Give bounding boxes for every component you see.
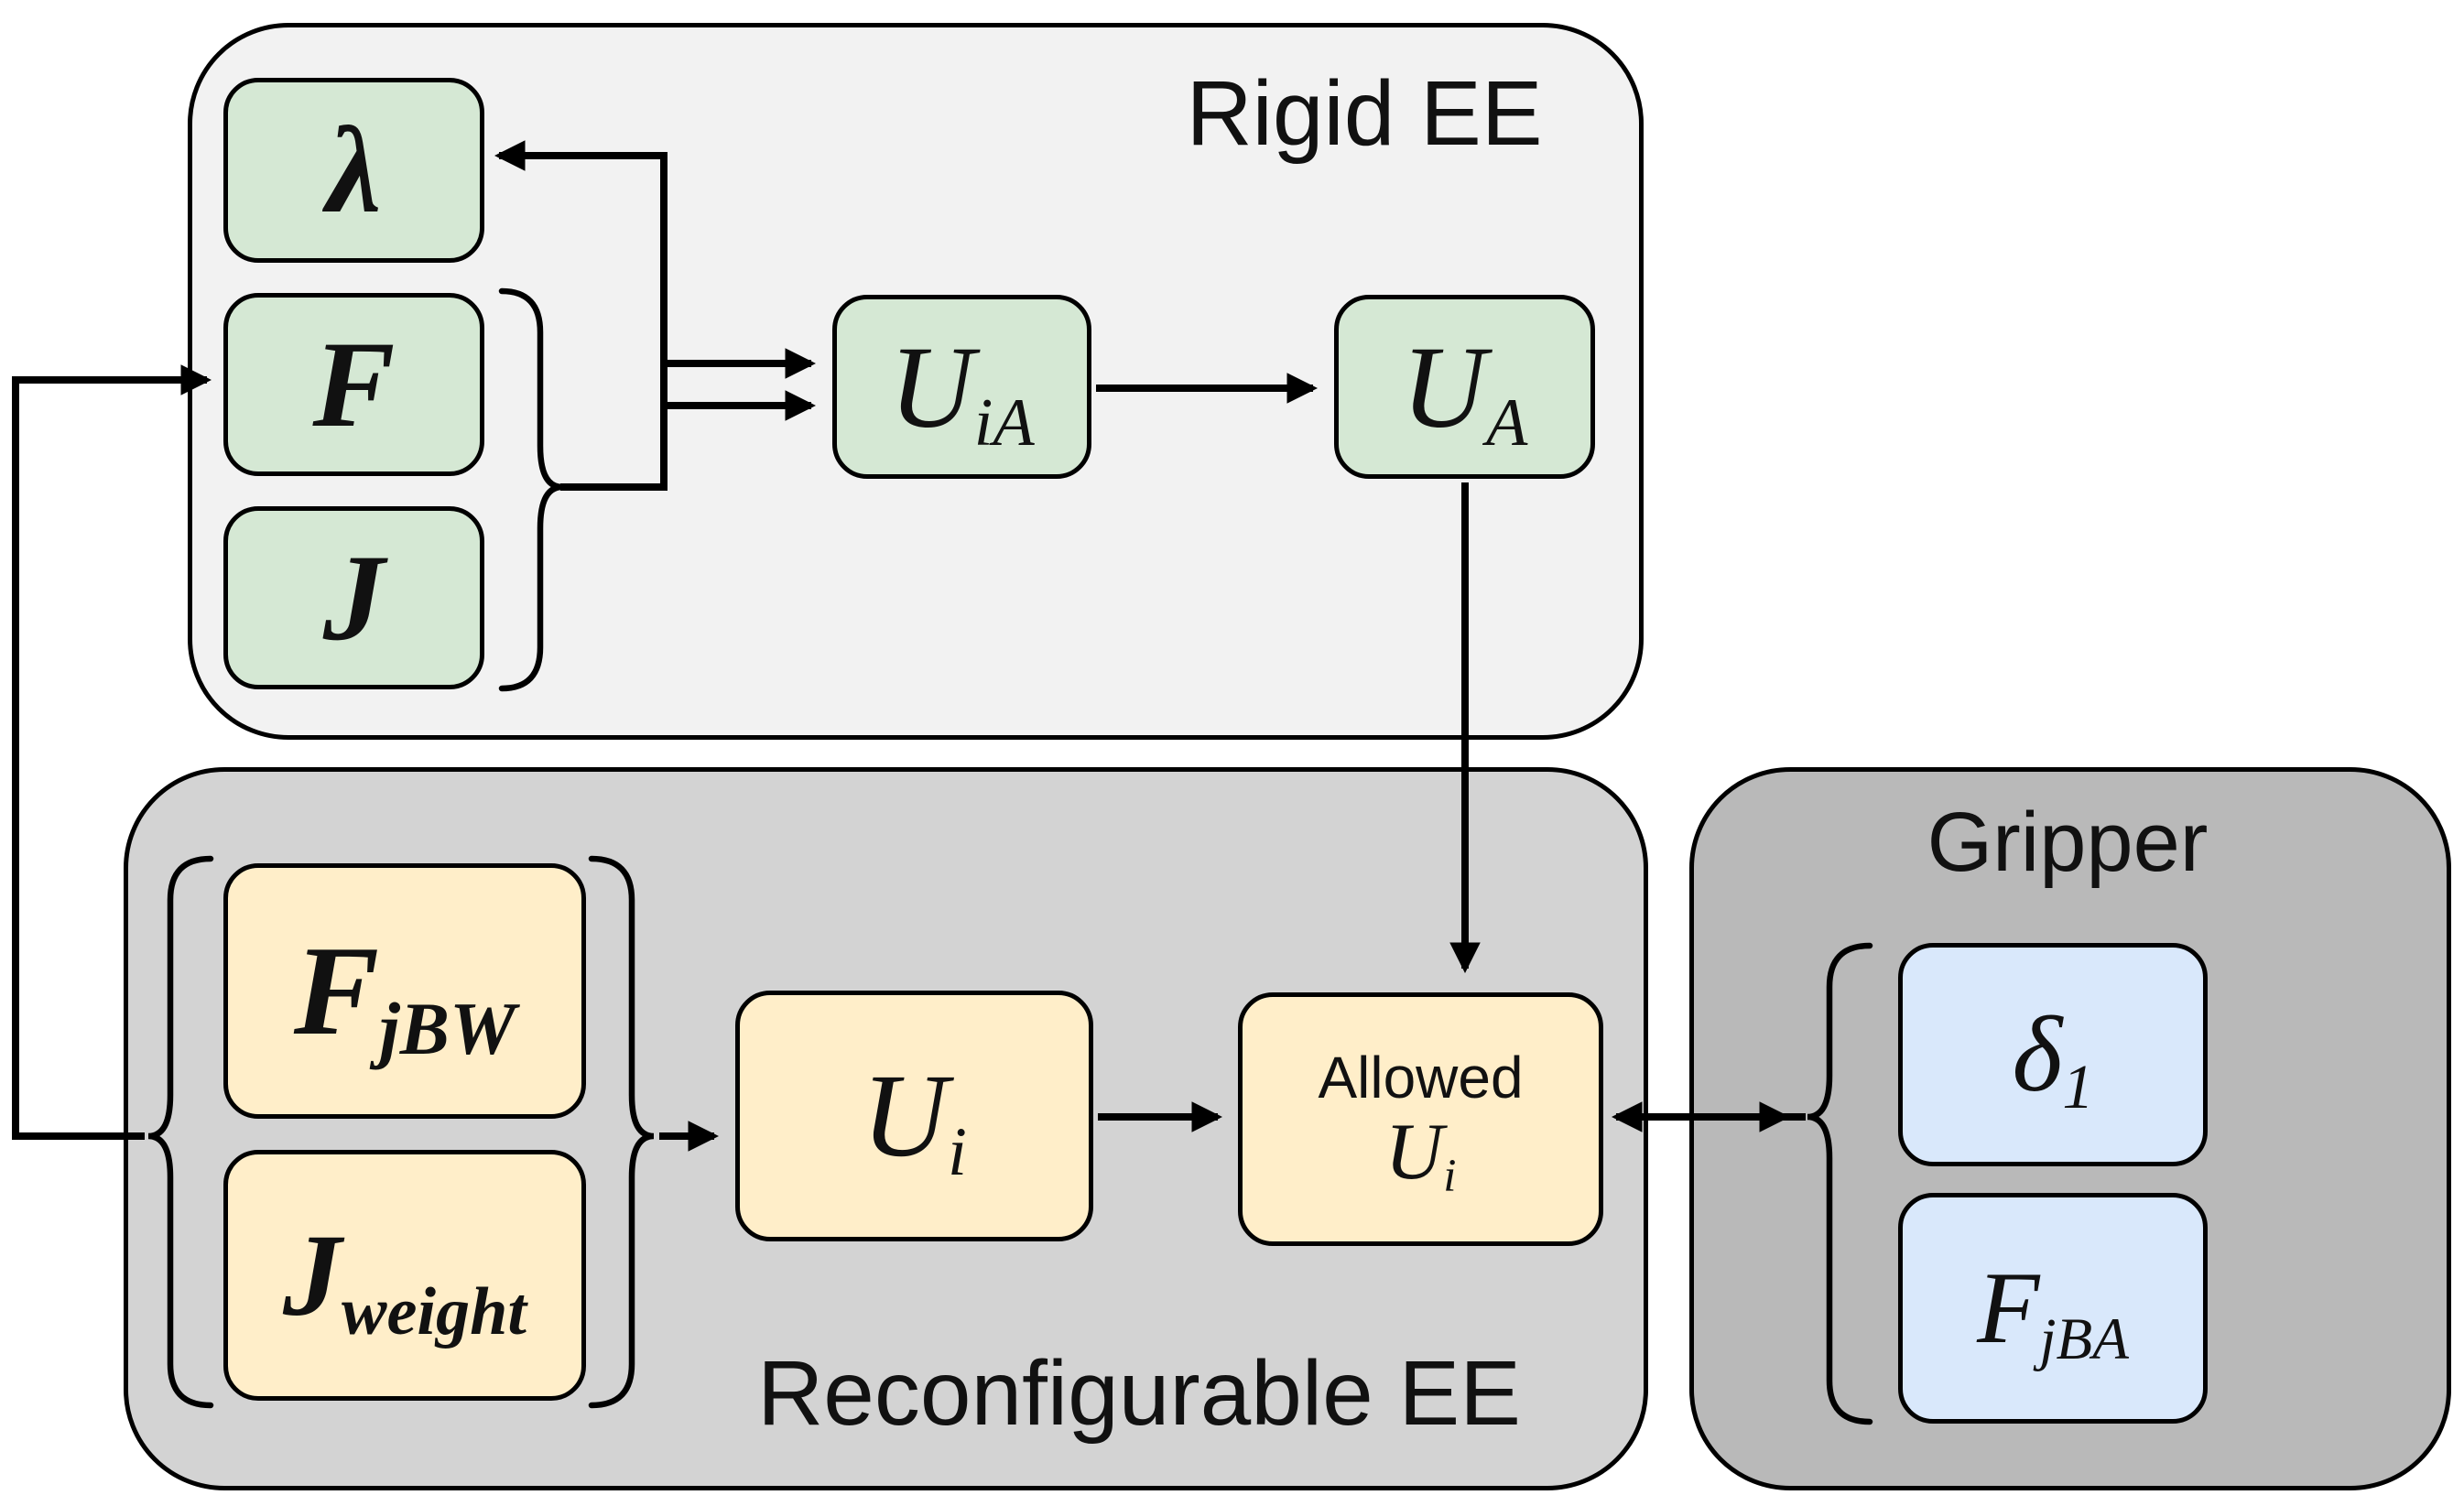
node-ua-text: UA xyxy=(1401,321,1528,461)
node-fjba: FjBA xyxy=(1898,1193,2208,1424)
node-delta1-text: δ1 xyxy=(2012,994,2094,1122)
node-jweight-text: Jweight xyxy=(282,1210,527,1349)
node-ui-text: Ui xyxy=(862,1050,967,1191)
node-uia-text: UiA xyxy=(889,321,1035,461)
node-ui: Ui xyxy=(735,991,1093,1241)
node-jweight: Jweight xyxy=(223,1150,586,1401)
node-jacobian-text: J xyxy=(322,529,385,666)
node-allowed-ui-prefix: Allowed xyxy=(1318,1045,1524,1111)
node-uia: UiA xyxy=(832,295,1091,479)
reconfigurable-ee-label: Reconfigurable EE xyxy=(757,1342,1521,1445)
node-fjbw-text: FjBW xyxy=(293,919,516,1071)
gripper-label: Gripper xyxy=(1927,796,2209,889)
node-allowed-ui: Allowed Ui xyxy=(1238,992,1603,1246)
node-lambda-text: λ xyxy=(326,102,382,239)
node-fjbw: FjBW xyxy=(223,863,586,1119)
rigid-ee-label: Rigid EE xyxy=(1186,62,1543,165)
node-force: F xyxy=(223,293,484,476)
node-jacobian: J xyxy=(223,506,484,689)
node-lambda: λ xyxy=(223,78,484,263)
node-fjba-text: FjBA xyxy=(1977,1251,2129,1373)
node-force-text: F xyxy=(312,316,396,453)
node-ua: UA xyxy=(1334,295,1595,479)
node-delta1: δ1 xyxy=(1898,943,2208,1166)
node-allowed-ui-text: Ui xyxy=(1384,1107,1457,1202)
